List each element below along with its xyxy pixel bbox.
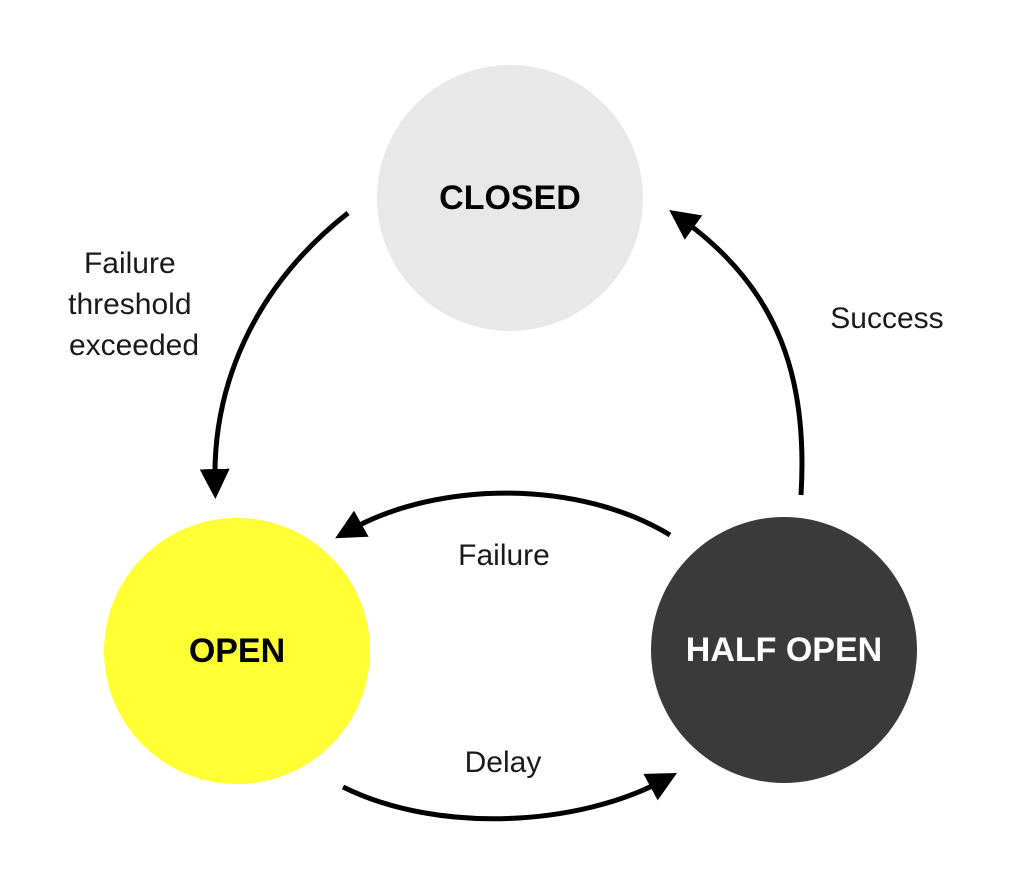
transition-half-open-to-closed-label: Success <box>830 302 943 335</box>
state-closed-circle <box>377 65 643 331</box>
transition-half-open-to-closed: Success <box>669 210 944 496</box>
transition-closed-to-open-label: Failure threshold exceeded <box>68 247 200 362</box>
label-line-exceeded: exceeded <box>69 329 199 362</box>
transition-half-open-to-open-label: Failure <box>458 539 550 572</box>
transition-closed-to-open: Failure threshold exceeded <box>68 211 350 499</box>
label-line-threshold: threshold <box>68 288 191 321</box>
arrow-open-to-half-open <box>341 772 677 822</box>
arrow-half-open-to-open <box>335 490 672 539</box>
transition-half-open-to-open: Failure <box>335 490 672 572</box>
transition-open-to-half-open-label: Delay <box>465 746 542 779</box>
state-half-open-circle <box>651 517 917 783</box>
state-half-open: HALF OPEN <box>651 517 917 783</box>
state-open: OPEN <box>104 518 370 784</box>
state-open-circle <box>104 518 370 784</box>
state-closed-label: CLOSED <box>439 179 581 217</box>
arrow-half-open-to-closed <box>669 210 805 496</box>
label-line-failure: Failure <box>84 247 176 280</box>
transition-open-to-half-open: Delay <box>341 746 677 822</box>
state-closed: CLOSED <box>377 65 643 331</box>
state-half-open-label: HALF OPEN <box>686 631 882 669</box>
arrow-closed-to-open <box>199 211 350 499</box>
state-open-label: OPEN <box>189 632 285 670</box>
